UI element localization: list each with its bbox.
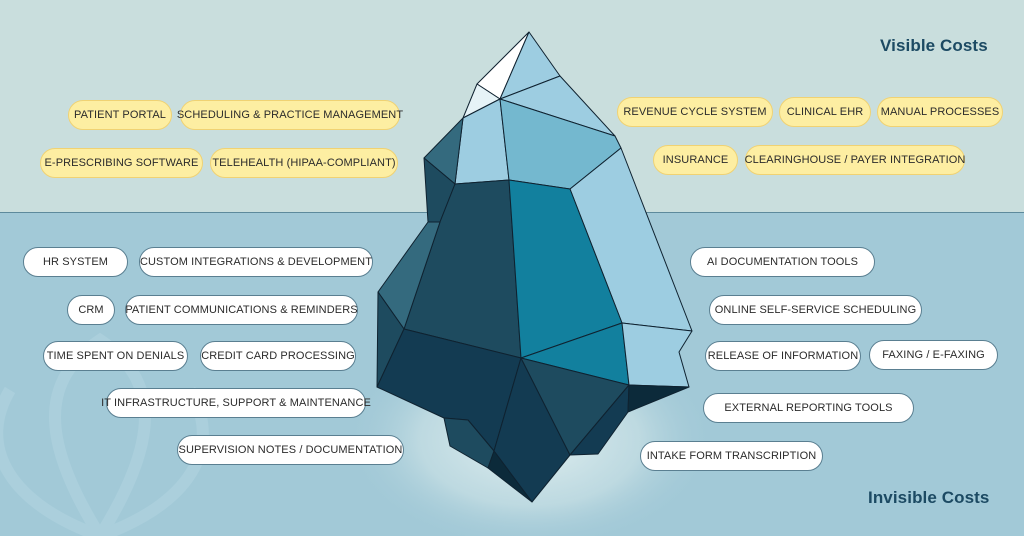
invisible-cost-intake-form-transcription: Intake Form Transcription <box>640 441 823 471</box>
invisible-cost-external-reporting-tools: External Reporting Tools <box>703 393 914 423</box>
ice-facet-upper-left <box>454 98 510 185</box>
visible-cost-clinical-ehr: Clinical EHR <box>779 97 871 127</box>
ice-facet-right-underside <box>627 384 690 413</box>
visible-cost-revenue-cycle-system: Revenue Cycle System <box>617 97 773 127</box>
ice-facet-right-light-low <box>621 322 693 388</box>
visible-cost-insurance: Insurance <box>653 145 738 175</box>
invisible-cost-ai-documentation-tools: AI Documentation Tools <box>690 247 875 277</box>
invisible-cost-hr-system: HR System <box>23 247 128 277</box>
invisible-cost-faxing: Faxing / E-Faxing <box>869 340 998 370</box>
invisible-cost-time-spent-on-denials: Time Spent on Denials <box>43 341 188 371</box>
visible-cost-clearinghouse-payer-integration: Clearinghouse / Payer Integration <box>745 145 965 175</box>
ice-facet-bottom-tip-dark <box>487 450 533 503</box>
invisible-cost-crm: CRM <box>67 295 115 325</box>
invisible-cost-it-infrastructure: IT Infrastructure, Support & Maintenance <box>101 388 371 418</box>
invisible-cost-supervision-notes: Supervision Notes / Documentation <box>177 435 404 465</box>
invisible-cost-custom-integrations: Custom Integrations & Development <box>139 247 373 277</box>
visible-costs-heading: Visible Costs <box>880 36 988 55</box>
invisible-cost-online-self-service-scheduling: Online Self-Service Scheduling <box>709 295 922 325</box>
invisible-cost-credit-card-processing: Credit Card Processing <box>200 341 356 371</box>
invisible-cost-release-of-information: Release of Information <box>705 341 861 371</box>
visible-cost-scheduling-practice-management: Scheduling & Practice Management <box>177 100 403 130</box>
visible-cost-e-prescribing-software: E-Prescribing Software <box>40 148 203 178</box>
visible-cost-manual-processes: Manual Processes <box>877 97 1003 127</box>
invisible-cost-patient-communications: Patient Communications & Reminders <box>125 295 358 325</box>
invisible-costs-heading: Invisible Costs <box>868 488 990 507</box>
visible-cost-telehealth: Telehealth (HIPAA-Compliant) <box>210 148 398 178</box>
visible-cost-patient-portal: Patient Portal <box>68 100 172 130</box>
